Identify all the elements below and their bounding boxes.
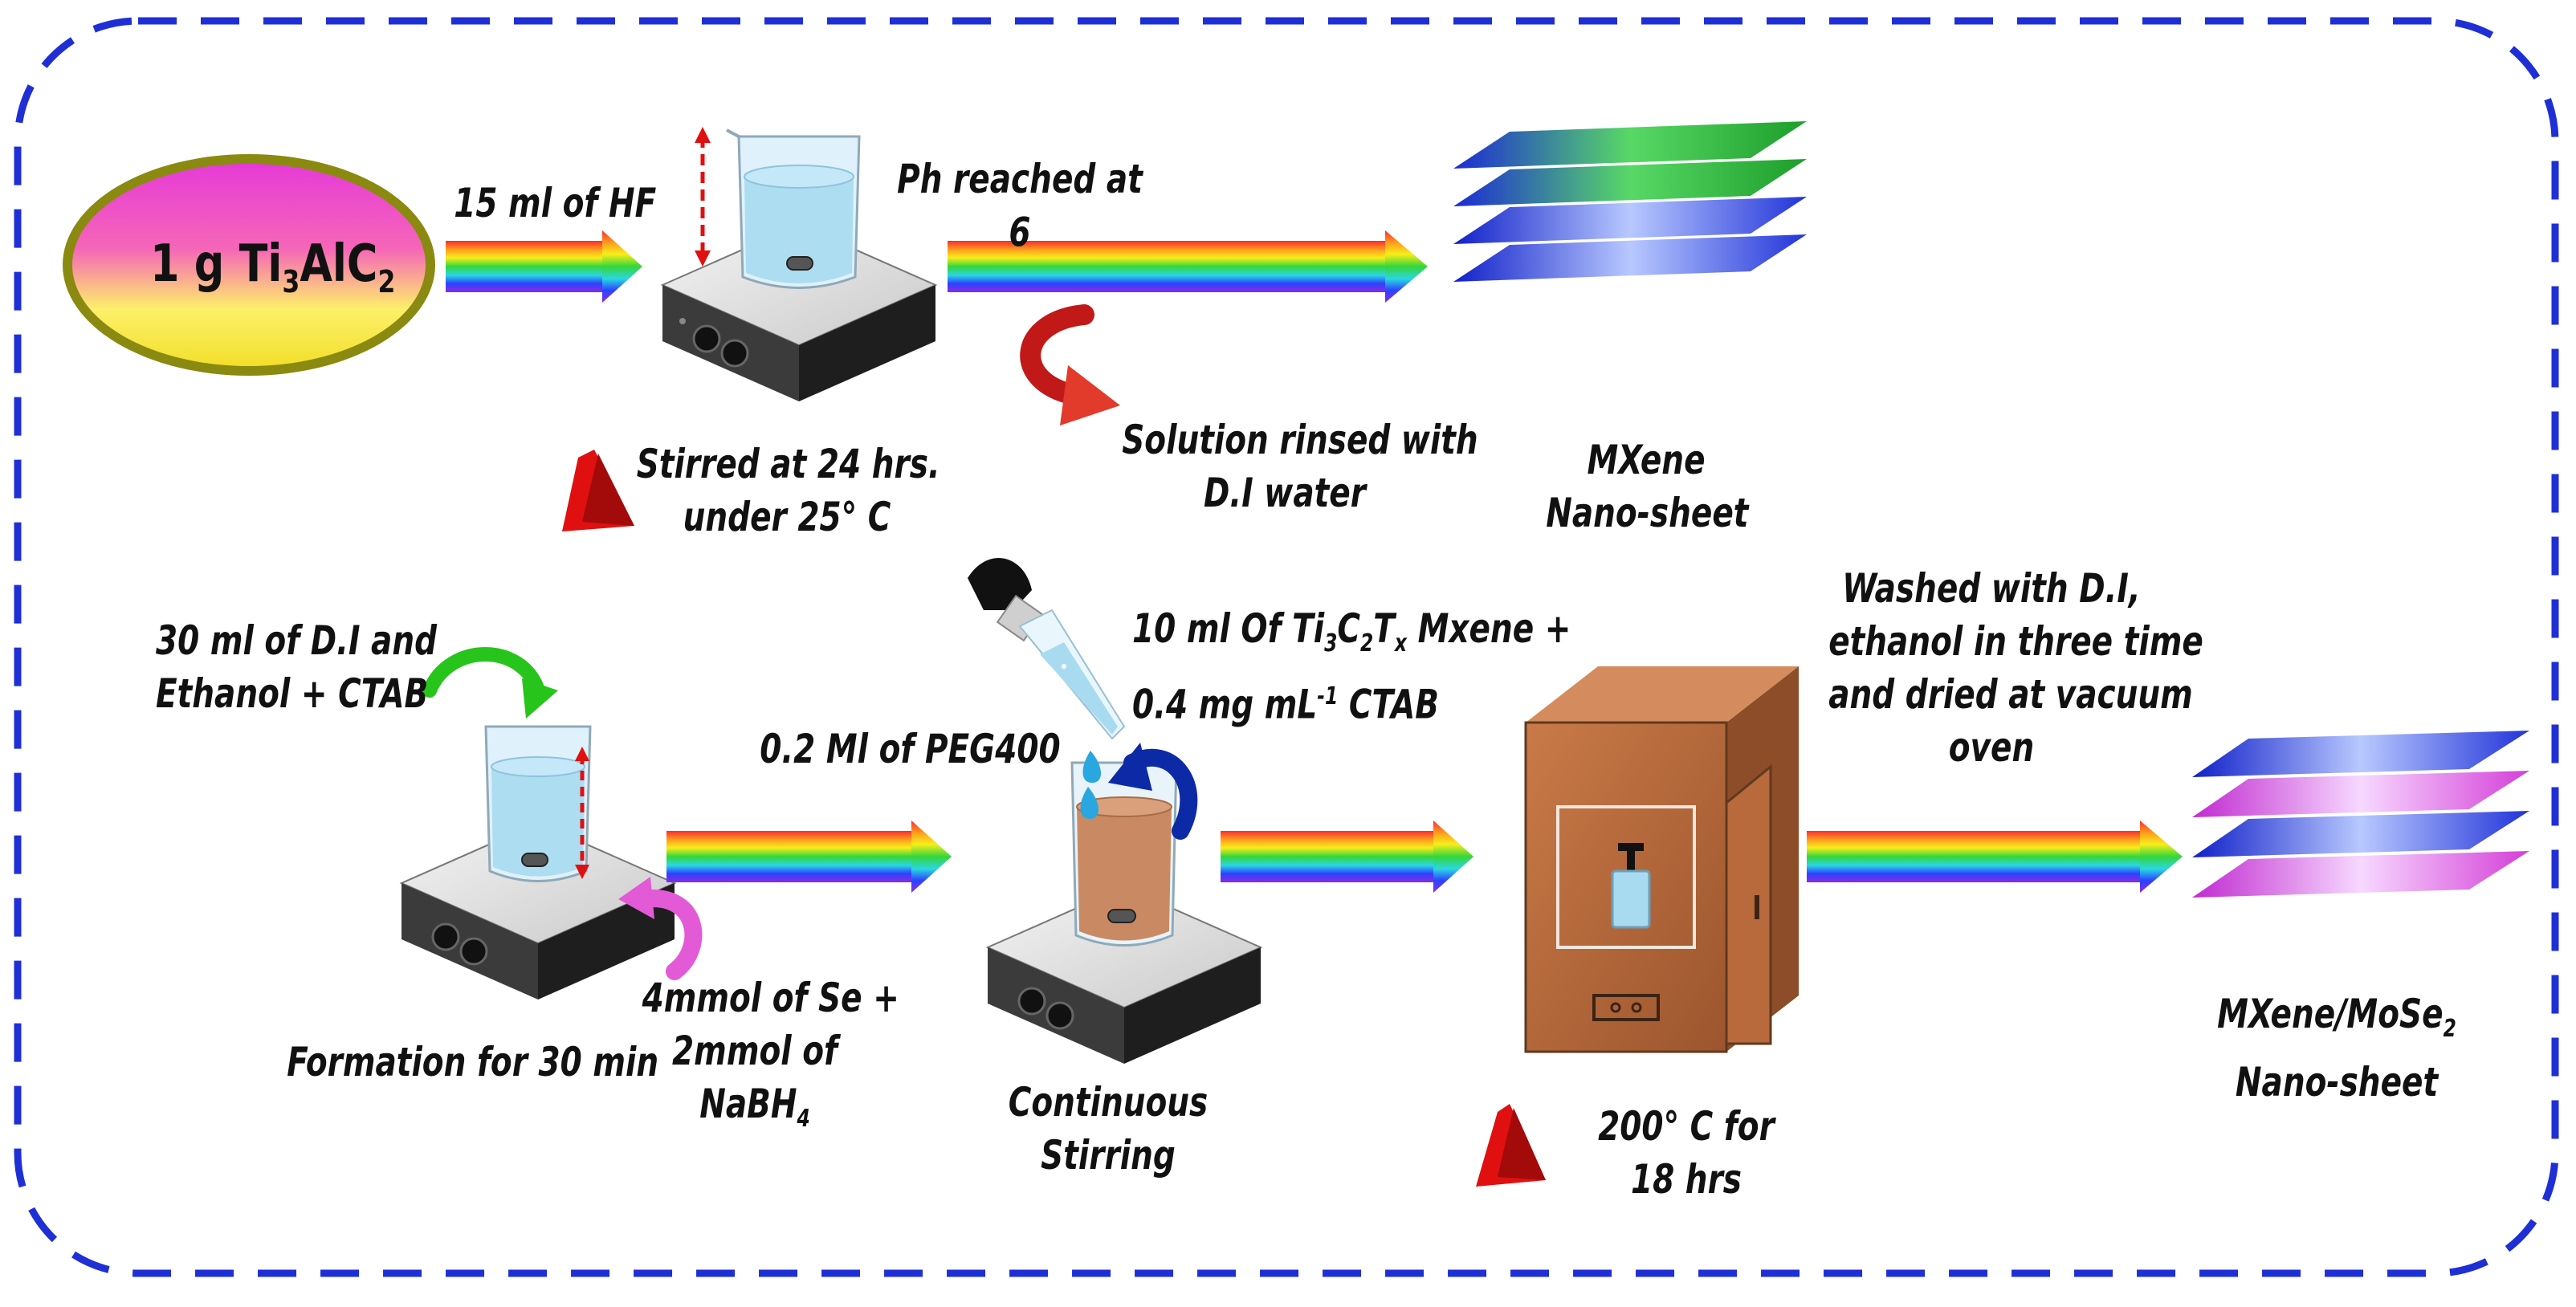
- se-line3-pre: NaBH: [699, 1081, 797, 1127]
- hf-text: 15 ml of HF: [454, 180, 657, 226]
- mx-b: C: [1337, 605, 1361, 652]
- di-line1: 30 ml of D.I and: [156, 617, 438, 664]
- curved-arrow-red-icon: [1020, 304, 1120, 425]
- continuous-stirring-label: Continuous Stirring: [996, 1076, 1221, 1182]
- washed-line4: oven: [1948, 724, 2035, 771]
- rainbow-arrow-4: [1221, 820, 1473, 893]
- se-line2: 2mmol of: [672, 1028, 838, 1074]
- final-line1: MXene/MoSe2: [2205, 987, 2468, 1056]
- start-sub1: 3: [282, 263, 300, 300]
- start-mid: AlC: [300, 234, 378, 294]
- continuous-line2: Stirring: [1041, 1132, 1176, 1179]
- final-sub: 2: [2443, 1015, 2456, 1043]
- ph-label: Ph reached at 6: [888, 153, 1151, 259]
- magnetic-stirrer-icon-2: [399, 725, 677, 1000]
- stirred-line2: under 25° C: [683, 494, 891, 540]
- oven-icon: [1524, 666, 1799, 1053]
- mxene-mose2-nanosheet-stack: [2192, 731, 2529, 898]
- start-sub2: 2: [377, 263, 396, 300]
- peg-label: 0.2 Ml of PEG400: [760, 723, 1061, 776]
- rainbow-arrow-5: [1807, 820, 2183, 893]
- washed-line2: ethanol in three time: [1828, 618, 2203, 665]
- peg-text: 0.2 Ml of PEG400: [760, 726, 1061, 772]
- formation-label: Formation for 30 min: [287, 1036, 659, 1089]
- rainbow-arrow-3: [666, 820, 952, 893]
- mxene-line1: MXene: [1587, 437, 1706, 483]
- dropper-icon: [968, 557, 1126, 740]
- washed-line1: Washed with D.I,: [1842, 565, 2141, 612]
- mx2-b: CTAB: [1338, 681, 1439, 728]
- mx-a: 10 ml Of Ti: [1132, 605, 1325, 652]
- dashed-border: [14, 17, 2559, 1277]
- mx-line2: 0.4 mg mL-1 CTAB: [1132, 670, 1521, 731]
- hf-label: 15 ml of HF: [454, 177, 657, 230]
- final-pre: MXene/MoSe: [2217, 991, 2444, 1037]
- magnetic-stirrer-icon: [660, 127, 938, 401]
- se-line3-sub: 4: [797, 1105, 810, 1133]
- se-line1: 4mmol of Se +: [642, 975, 899, 1021]
- mx-s1: 3: [1324, 629, 1338, 658]
- continuous-line1: Continuous: [1008, 1079, 1209, 1126]
- mx-c: T: [1373, 605, 1395, 652]
- starting-material-label: 1 g Ti3AlC2: [150, 234, 395, 300]
- temp-line2: 18 hrs: [1630, 1156, 1742, 1203]
- curved-arrow-magenta-icon: [618, 877, 703, 980]
- final-product-label: MXene/MoSe2 Nano-sheet: [2205, 987, 2468, 1109]
- stirred-line1: Stirred at 24 hrs.: [636, 441, 940, 487]
- mx-line1: 10 ml Of Ti3C2Tx Mxene +: [1132, 602, 1571, 670]
- rinsed-line1: Solution rinsed with: [1122, 417, 1478, 463]
- mxene-nanosheet-stack: [1453, 121, 1807, 282]
- mx-d: Mxene +: [1407, 605, 1571, 652]
- mxene-line2: Nano-sheet: [1546, 490, 1749, 536]
- mx2-a: 0.4 mg mL: [1132, 681, 1318, 728]
- mx-s2: 2: [1360, 629, 1374, 658]
- rinsed-line2: D.I water: [1204, 470, 1366, 516]
- di-line2: Ethanol + CTAB: [156, 670, 429, 717]
- mxene-label: MXene Nano-sheet: [1546, 434, 1749, 539]
- washed-line3: and dried at vacuum: [1828, 671, 2193, 718]
- washed-label: Washed with D.I, ethanol in three time a…: [1828, 562, 2203, 774]
- mxene-dispersion-label: 10 ml Of Ti3C2Tx Mxene + 0.4 mg mL-1 CTA…: [1132, 602, 1571, 731]
- mx-s3: x: [1394, 629, 1408, 658]
- formation-text: Formation for 30 min: [287, 1039, 659, 1085]
- magnetic-stirrer-icon-3: [985, 761, 1263, 1064]
- ph-line2: 6: [1009, 209, 1031, 255]
- rainbow-arrow-1: [446, 230, 642, 303]
- final-line2: Nano-sheet: [2235, 1059, 2439, 1105]
- temp-line1: 200° C for: [1598, 1103, 1775, 1150]
- curved-arrow-green-icon: [422, 647, 558, 719]
- ph-line1: Ph reached at: [897, 156, 1143, 202]
- di-ethanol-label: 30 ml of D.I and Ethanol + CTAB: [156, 614, 438, 720]
- se-line3: NaBH4: [642, 1077, 868, 1146]
- rainbow-arrow-2: [948, 230, 1428, 303]
- starting-material-oval: [63, 154, 435, 376]
- stirred-label: Stirred at 24 hrs. under 25° C: [636, 438, 940, 544]
- mx2-sup: -1: [1317, 682, 1339, 711]
- curved-arrow-blue-icon: [1108, 743, 1198, 840]
- selenium-label: 4mmol of Se + 2mmol of NaBH4: [642, 971, 899, 1146]
- water-drop-icon: [1080, 751, 1102, 819]
- temperature-label: 200° C for 18 hrs: [1561, 1100, 1812, 1206]
- start-pre: 1 g Ti: [150, 234, 283, 294]
- rinsed-label: Solution rinsed with D.I water: [1122, 413, 1478, 519]
